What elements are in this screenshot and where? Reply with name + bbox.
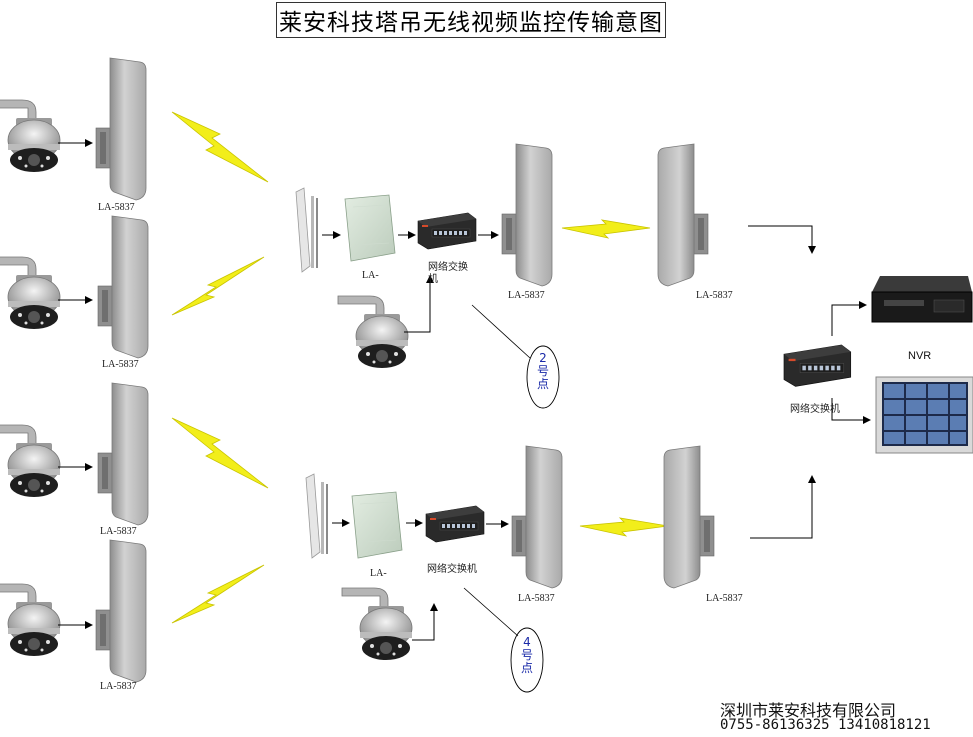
point-4-label: 4 号 点 — [517, 636, 537, 675]
company-phones: 0755-86136325 13410818121 — [720, 717, 931, 733]
lightning-icon — [171, 564, 265, 624]
monitor-icon — [875, 376, 973, 454]
bridge-antenna-icon — [663, 445, 715, 589]
point-2-char: 号 — [536, 364, 549, 378]
bridge-antenna-icon — [657, 143, 709, 287]
company-name: 深圳市莱安科技有限公司 — [720, 701, 897, 720]
panel-antenna-icon — [344, 194, 396, 262]
bridge-label: LA-5837 — [100, 526, 137, 537]
point-4-char: 点 — [520, 661, 533, 675]
bridge-antenna-icon — [511, 445, 563, 589]
ptz-camera-icon — [341, 587, 413, 661]
bridge-label: LA-5837 — [706, 593, 743, 604]
point-2-char: 点 — [536, 377, 549, 391]
panel-antenna-label: LA- — [362, 270, 379, 281]
switch-label: 网络交换机 — [428, 262, 468, 285]
bridge-label: LA-5837 — [102, 359, 139, 370]
bridge-antenna-icon — [501, 143, 553, 287]
bridge-label: LA-5837 — [100, 681, 137, 692]
lightning-icon — [171, 111, 269, 183]
bridge-antenna-icon — [95, 539, 147, 683]
point-4-char: 号 — [520, 648, 533, 662]
network-switch-icon — [417, 212, 477, 250]
bridge-antenna-icon — [97, 382, 149, 526]
point-2-callout — [526, 345, 560, 409]
sector-antenna-icon — [295, 187, 319, 273]
lightning-icon — [579, 517, 669, 537]
sector-antenna-icon — [305, 473, 329, 559]
point-2-label: 2 号 点 — [533, 352, 553, 391]
bridge-label: LA-5837 — [518, 593, 555, 604]
panel-antenna-icon — [351, 491, 403, 559]
ptz-camera-icon — [0, 99, 61, 173]
point-4-number: 4 — [523, 635, 531, 649]
switch-label: 网络交换机 — [790, 404, 840, 415]
bridge-label: LA-5837 — [98, 202, 135, 213]
lightning-icon — [171, 417, 269, 489]
lightning-icon — [561, 219, 651, 239]
nvr-icon — [871, 276, 973, 323]
bridge-antenna-icon — [95, 57, 147, 201]
ptz-camera-icon — [0, 424, 61, 498]
point-2-number: 2 — [539, 351, 547, 365]
network-switch-icon — [783, 344, 852, 387]
bridge-antenna-icon — [97, 215, 149, 359]
ptz-camera-icon — [0, 256, 61, 330]
bridge-label: LA-5837 — [508, 290, 545, 301]
ptz-camera-icon — [337, 295, 409, 369]
bridge-label: LA-5837 — [696, 290, 733, 301]
panel-antenna-label: LA- — [370, 568, 387, 579]
lightning-icon — [171, 256, 265, 316]
nvr-label: NVR — [908, 350, 932, 362]
ptz-camera-icon — [0, 583, 61, 657]
network-switch-icon — [425, 505, 485, 543]
switch-label: 网络交换机 — [427, 564, 477, 575]
diagram-title: 莱安科技塔吊无线视频监控传输意图 — [276, 2, 666, 38]
point-4-callout — [510, 627, 544, 693]
